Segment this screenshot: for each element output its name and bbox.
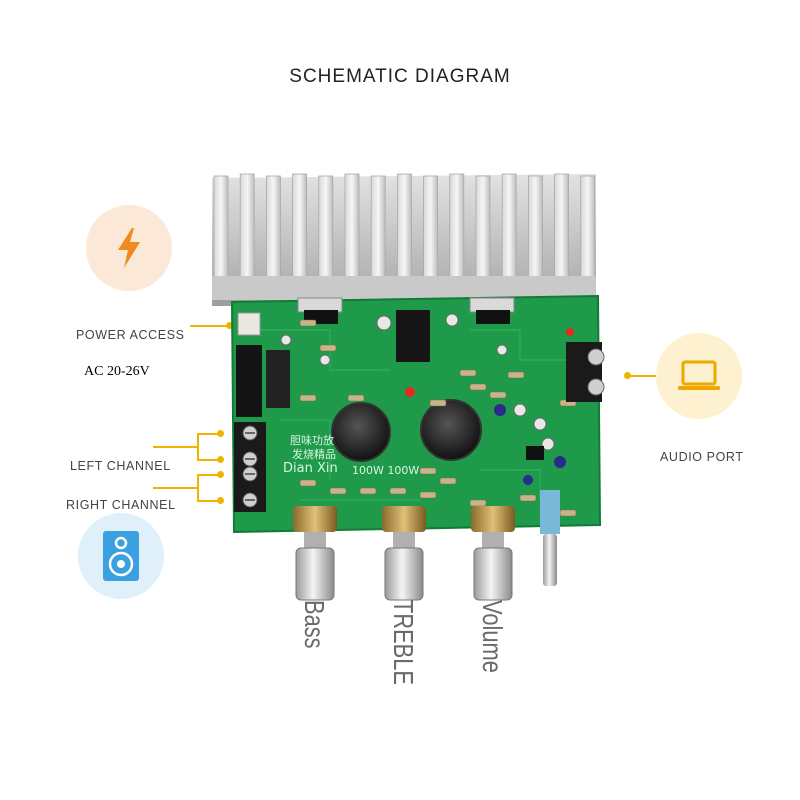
audio-port-label: AUDIO PORT <box>660 450 744 464</box>
heatsink-fin <box>318 175 334 281</box>
ac-voltage-label: AC 20-26V <box>84 364 150 379</box>
resistor <box>469 383 487 391</box>
resistor <box>489 391 507 399</box>
left-channel-line <box>153 446 197 448</box>
resistor <box>429 399 447 407</box>
heatsink-fin <box>239 173 255 279</box>
resistor <box>389 487 407 495</box>
right-channel-dot-1 <box>217 471 224 478</box>
heatsink-fin <box>370 175 386 281</box>
treble-label: TREBLE <box>388 600 419 685</box>
bass-potentiometer <box>293 506 337 601</box>
filter-capacitor-right <box>421 400 481 460</box>
heatsink-fin <box>396 173 412 279</box>
board-power-rating: 100W 100W <box>352 464 419 477</box>
audio-input-jack <box>566 342 605 402</box>
resistor <box>359 487 377 495</box>
heatsink-fin <box>449 173 465 279</box>
lightning-bolt-icon <box>118 228 140 268</box>
rectifier-block <box>236 345 262 417</box>
right-channel-line <box>153 487 197 489</box>
resistor <box>519 494 537 502</box>
left-channel-dot-1 <box>217 430 224 437</box>
right-channel-tick-2 <box>197 500 219 502</box>
heatsink <box>212 173 596 306</box>
resistor <box>347 394 365 402</box>
left-channel-bracket <box>197 433 199 461</box>
power-access-line <box>190 325 228 327</box>
right-channel-dot-2 <box>217 497 224 504</box>
trimmer-potentiometer <box>540 490 560 586</box>
resistor <box>319 344 337 352</box>
heatsink-fin <box>475 175 491 281</box>
heatsink-fin <box>265 175 281 281</box>
filter-capacitor-left <box>332 403 390 461</box>
audio-icon-circle <box>656 333 742 419</box>
left-channel-dot-2 <box>217 456 224 463</box>
resistor <box>469 499 487 507</box>
resistor <box>459 369 477 377</box>
resistor <box>439 477 457 485</box>
left-channel-tick-1 <box>197 433 219 435</box>
right-channel-label: RIGHT CHANNEL <box>66 498 176 512</box>
board-brand-line1: 胆味功放 <box>290 433 334 447</box>
power-access-label: POWER ACCESS <box>76 328 185 342</box>
heatsink-fin <box>580 175 596 281</box>
resistor <box>299 319 317 327</box>
volume-label: Volume <box>477 600 508 673</box>
page-title: SCHEMATIC DIAGRAM <box>289 66 511 87</box>
speaker-terminal-block <box>234 422 266 512</box>
resistor <box>329 487 347 495</box>
heatsink-fin <box>423 175 439 281</box>
heatsink-fin <box>213 175 229 281</box>
audio-port-dot <box>624 372 631 379</box>
laptop-icon <box>678 360 720 390</box>
heatsink-fin <box>292 173 308 279</box>
bass-label: Bass <box>299 600 330 649</box>
heatsink-fin <box>528 175 543 281</box>
power-access-dot <box>226 322 233 329</box>
right-channel-tick-1 <box>197 474 219 476</box>
speaker-icon-circle <box>78 513 164 599</box>
audio-port-line <box>629 375 656 377</box>
volume-potentiometer <box>471 506 515 601</box>
heatsink-fin <box>344 173 360 279</box>
heatsink-fin <box>554 173 569 279</box>
board-brand: Dian Xin <box>283 461 338 476</box>
board-brand-line2: 发烧精品 <box>292 447 336 461</box>
resistor <box>419 467 437 475</box>
power-icon-circle <box>86 205 172 291</box>
treble-potentiometer <box>382 506 426 601</box>
heatsink-fin <box>501 173 517 279</box>
resistor <box>507 371 525 379</box>
resistor <box>559 509 577 517</box>
resistor <box>299 394 317 402</box>
left-channel-tick-2 <box>197 459 219 461</box>
power-connector <box>237 312 261 336</box>
left-channel-label: LEFT CHANNEL <box>70 459 171 473</box>
right-channel-bracket <box>197 474 199 502</box>
speaker-icon <box>103 531 139 581</box>
resistor <box>419 491 437 499</box>
resistor <box>299 479 317 487</box>
